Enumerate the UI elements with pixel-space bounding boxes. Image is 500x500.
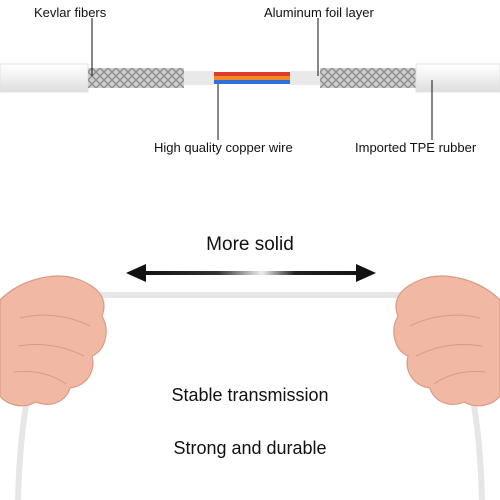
label-copper-wire: High quality copper wire (154, 140, 293, 155)
wire-orange (214, 76, 290, 80)
arrow-head-left (126, 264, 146, 282)
caption-stable-transmission: Stable transmission (171, 385, 329, 405)
arrow-head-right (356, 264, 376, 282)
left-hand-illustration (0, 275, 107, 407)
braid-right (320, 68, 416, 88)
caption-strong-durable: Strong and durable (173, 438, 327, 458)
cable-jacket-left (0, 63, 89, 93)
foil-left (184, 71, 214, 85)
arrow-shaft (142, 271, 360, 275)
foil-right (290, 71, 320, 85)
braid-left (88, 68, 184, 88)
caption-more-solid: More solid (206, 234, 294, 255)
label-tpe-rubber: Imported TPE rubber (355, 140, 477, 155)
wire-red (214, 72, 290, 76)
label-aluminum-foil: Aluminum foil layer (264, 5, 374, 20)
right-hand-illustration (393, 275, 500, 407)
wire-blue (214, 80, 290, 84)
cable-jacket-right (415, 63, 500, 93)
label-kevlar-fibers: Kevlar fibers (34, 5, 107, 20)
